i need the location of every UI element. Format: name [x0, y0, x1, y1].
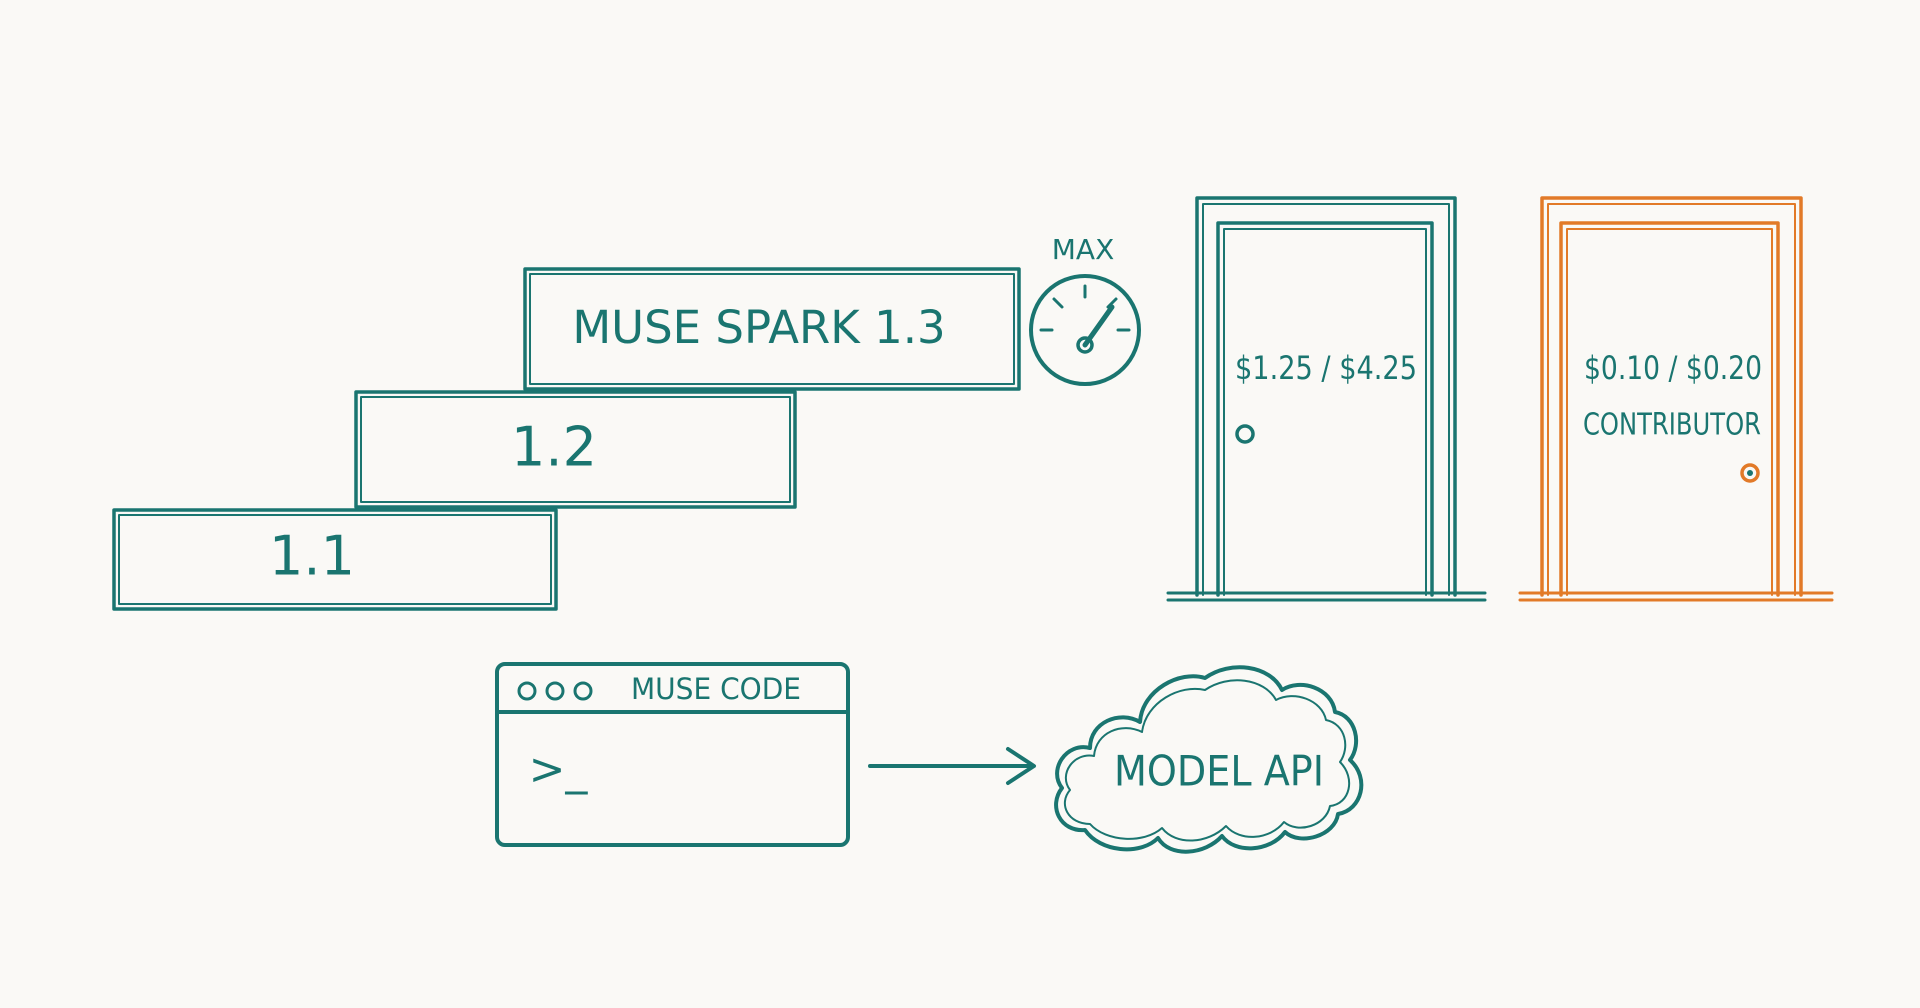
- gauge-label: MAX: [1052, 233, 1115, 266]
- cloud-icon: [1054, 665, 1364, 854]
- arrow-right-icon: [868, 747, 1036, 785]
- step-1-2-label: 1.2: [511, 416, 597, 479]
- step-1-3-label: MUSE SPARK 1.3: [572, 301, 945, 354]
- teal-door-price: $1.25 / $4.25: [1235, 349, 1417, 387]
- cloud-label: MODEL API: [1114, 747, 1324, 796]
- orange-door-label: CONTRIBUTOR: [1583, 408, 1761, 443]
- step-muse-spark-1-3: MUSE SPARK 1.3: [523, 267, 1021, 391]
- terminal-prompt: >_: [529, 744, 589, 795]
- step-1-1-label: 1.1: [269, 525, 355, 588]
- terminal-title: MUSE CODE: [631, 672, 801, 706]
- step-1-2: 1.2: [354, 390, 797, 509]
- orange-door: $0.10 / $0.20 CONTRIBUTOR: [1518, 196, 1834, 602]
- door-knob-icon: [1740, 463, 1760, 483]
- door-knob-center: [1747, 470, 1753, 476]
- step-1-1: 1.1: [112, 508, 558, 611]
- speed-gauge: MAX: [1029, 233, 1141, 386]
- teal-door: $1.25 / $4.25: [1166, 196, 1487, 602]
- orange-door-price: $0.10 / $0.20: [1584, 349, 1762, 387]
- version-stairs: 1.1 1.2 MUSE SPARK 1.3: [112, 267, 1021, 611]
- gauge-icon: [1029, 274, 1141, 386]
- terminal-window: MUSE CODE >_: [495, 662, 850, 847]
- window-controls-icon: [517, 681, 593, 701]
- door-knob-icon: [1235, 424, 1255, 444]
- model-api-cloud: MODEL API: [1054, 665, 1364, 854]
